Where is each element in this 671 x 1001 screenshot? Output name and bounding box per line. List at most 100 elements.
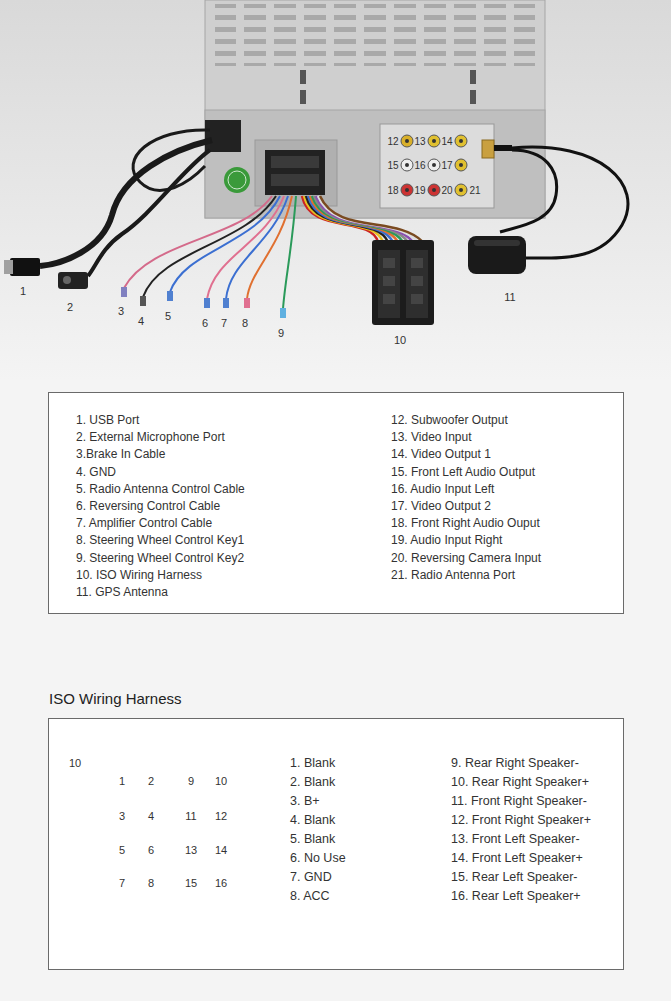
list-item: 2. External Microphone Port xyxy=(76,429,225,445)
rca-jacks-part xyxy=(428,135,440,147)
loose-wires-part xyxy=(226,196,288,299)
iso-plug-part xyxy=(411,276,423,286)
pin-number: 9 xyxy=(188,775,194,787)
pin-number: 2 xyxy=(148,775,154,787)
list-item: 5. Radio Antenna Control Cable xyxy=(76,481,245,497)
pin-description: 16. Rear Left Speaker+ xyxy=(451,888,581,904)
rca-jacks-part xyxy=(459,163,463,167)
iso-wire-bundle-part xyxy=(318,196,418,242)
head-unit-part xyxy=(300,90,306,104)
head-unit-part xyxy=(470,70,476,84)
left-cables-part xyxy=(63,276,71,284)
rca-jacks-part xyxy=(482,140,494,158)
iso-plug-part xyxy=(411,294,423,304)
callout-number: 3 xyxy=(118,305,124,317)
list-item: 6. Reversing Control Cable xyxy=(76,498,220,514)
rca-jacks-part xyxy=(405,139,409,143)
list-item: 13. Video Input xyxy=(391,429,472,445)
iso-plug-part xyxy=(383,276,395,286)
callout-number: 7 xyxy=(221,317,227,329)
callout-number: 10 xyxy=(394,334,406,346)
head-unit-part xyxy=(470,90,476,104)
pin-description: 4. Blank xyxy=(290,812,335,828)
gps-antenna-part xyxy=(512,147,628,258)
pin-number: 6 xyxy=(148,844,154,856)
callout-number: 1 xyxy=(20,285,26,297)
port-number: 19 xyxy=(414,185,425,196)
head-unit-part xyxy=(205,120,241,152)
pin-description: 10. Rear Right Speaker+ xyxy=(451,774,589,790)
pin-number: 5 xyxy=(119,844,125,856)
pin-description: 13. Front Left Speaker- xyxy=(451,831,580,847)
iso-harness-panel: ISO Wiring Harness1. Blank2. Blank3. B+4… xyxy=(48,718,624,970)
section-heading: ISO Wiring Harness xyxy=(49,689,182,709)
iso-plug-part xyxy=(378,250,400,318)
list-item: 19. Audio Input Right xyxy=(391,532,502,548)
port-number: 14 xyxy=(441,136,452,147)
rca-jacks-part xyxy=(432,163,436,167)
rca-jacks-part xyxy=(428,184,440,196)
callout-number: 6 xyxy=(202,317,208,329)
loose-wires-part xyxy=(167,291,173,301)
list-item: 21. Radio Antenna Port xyxy=(391,567,515,583)
legend-list-panel: 1. USB Port2. External Microphone Port3.… xyxy=(48,392,624,614)
photo-background-part xyxy=(0,0,671,380)
rca-jacks-part xyxy=(405,163,409,167)
iso-wire-bundle-part xyxy=(316,196,413,242)
head-unit-part xyxy=(271,156,319,168)
pin-description: 8. ACC xyxy=(290,888,330,904)
rca-jacks-part xyxy=(455,159,467,171)
pin-description: 1. Blank xyxy=(290,755,335,771)
callout-number: 11 xyxy=(504,291,515,303)
rca-jacks-part xyxy=(428,159,440,171)
list-item: 18. Front Right Audio Ouput xyxy=(391,515,540,531)
pin-description: 2. Blank xyxy=(290,774,335,790)
pin-number: 12 xyxy=(215,810,227,822)
iso-wire-bundle-part xyxy=(320,196,423,242)
pin-description: 3. B+ xyxy=(290,793,320,809)
loose-wires xyxy=(121,196,296,318)
list-item: 11. GPS Antenna xyxy=(76,584,168,600)
photo-background xyxy=(0,0,671,380)
pin-description: 6. No Use xyxy=(290,850,346,866)
loose-wires-part xyxy=(244,298,250,308)
pin-description: 12. Front Right Speaker+ xyxy=(451,812,591,828)
callout-number: 9 xyxy=(278,327,284,339)
pin-description: 7. GND xyxy=(290,869,332,885)
port-number: 12 xyxy=(387,136,398,147)
head-unit-part xyxy=(215,4,535,66)
head-unit-part xyxy=(205,110,545,218)
rca-jacks-part xyxy=(455,135,467,147)
pin-number: 13 xyxy=(185,844,197,856)
port-number: 21 xyxy=(469,185,480,196)
callout-number: 5 xyxy=(165,310,171,322)
rca-jacks-part xyxy=(405,188,409,192)
pin-number: 7 xyxy=(119,877,125,889)
left-cables-part xyxy=(40,140,212,266)
head-unit-part xyxy=(205,0,545,218)
callout-number: 2 xyxy=(67,301,73,313)
list-item: 4. GND xyxy=(76,464,116,480)
port-number: 13 xyxy=(414,136,425,147)
pin-description: 9. Rear Right Speaker- xyxy=(451,755,579,771)
rca-jacks xyxy=(401,135,494,196)
head-unit-part xyxy=(271,174,319,186)
pin-number: 8 xyxy=(148,877,154,889)
iso-plug-part xyxy=(372,240,434,325)
loose-wires-part xyxy=(140,296,146,306)
list-item: 10. ISO Wiring Harness xyxy=(76,567,202,583)
iso-wire-bundle-part xyxy=(314,196,408,242)
rca-jacks-part xyxy=(401,159,413,171)
pin-number: 16 xyxy=(215,877,227,889)
list-item: 20. Reversing Camera Input xyxy=(391,550,541,566)
port-number: 15 xyxy=(387,160,398,171)
head-unit-part xyxy=(265,150,325,195)
loose-wires-part xyxy=(121,287,127,297)
list-item: 14. Video Output 1 xyxy=(391,446,491,462)
head-unit xyxy=(205,0,545,218)
rca-jacks-part xyxy=(401,135,413,147)
list-item: 12. Subwoofer Output xyxy=(391,412,508,428)
iso-wire-bundle-part xyxy=(312,196,403,242)
left-cables-part xyxy=(88,150,210,276)
list-item: 8. Steering Wheel Control Key1 xyxy=(76,532,244,548)
